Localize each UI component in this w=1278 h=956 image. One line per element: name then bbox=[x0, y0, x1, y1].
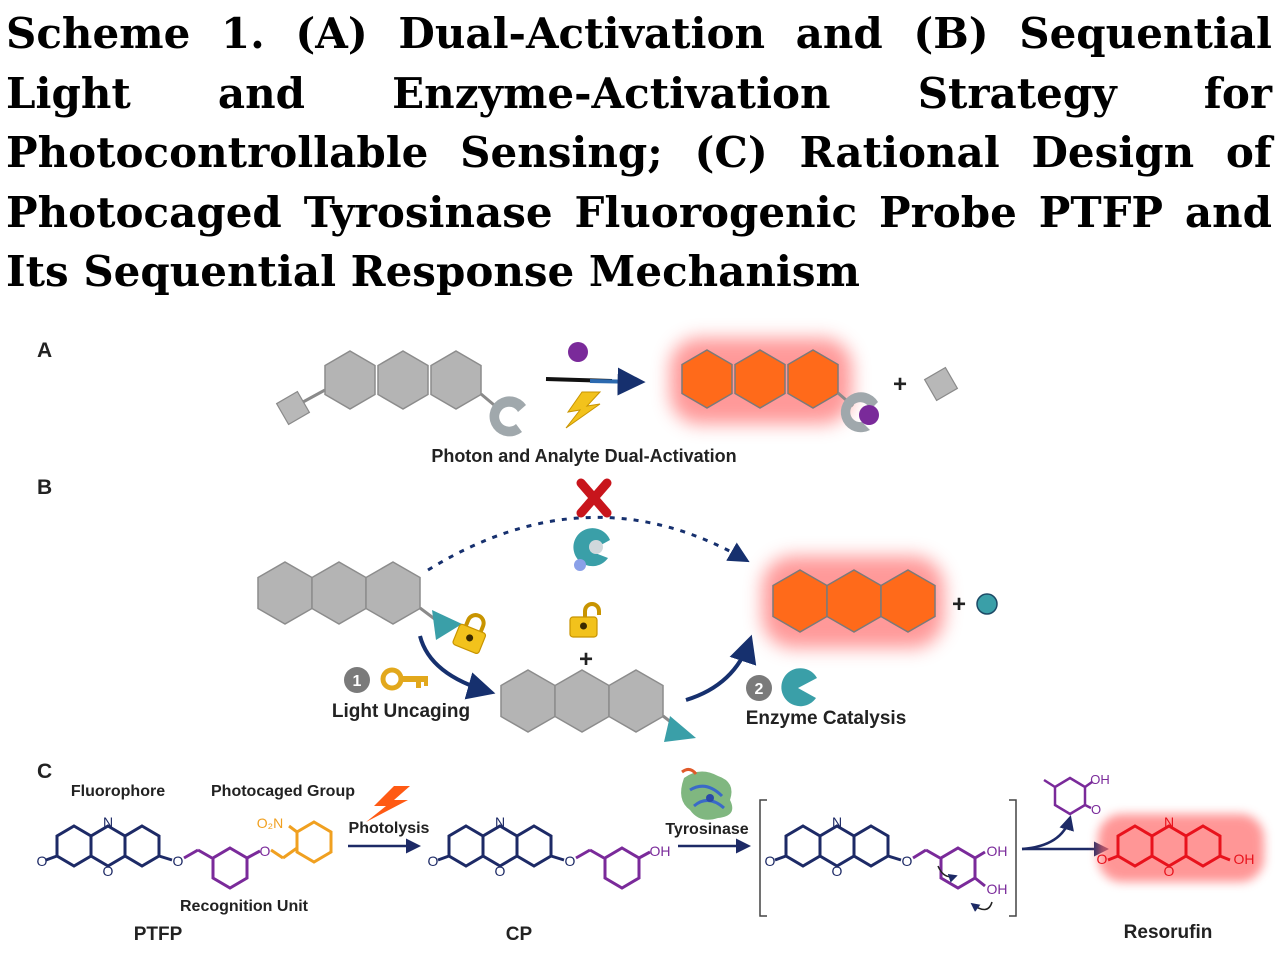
locked-padlock-icon bbox=[452, 613, 487, 654]
photolysis-label: Photolysis bbox=[349, 820, 430, 837]
unlocked-padlock-icon bbox=[569, 602, 601, 638]
step-2-badge: 2 bbox=[746, 675, 772, 701]
res-hydroxyl: OH bbox=[1234, 851, 1255, 867]
catechol-intermediate-structure: N O O O OH OH bbox=[765, 814, 1008, 912]
step-2-label: Enzyme Catalysis bbox=[746, 708, 907, 729]
light-bolt-icon bbox=[565, 391, 602, 429]
quencher-square bbox=[275, 390, 311, 426]
blocked-x-icon bbox=[576, 478, 612, 518]
qm-hydroxyl: OH bbox=[1090, 772, 1110, 787]
ptfp-structure: N O O O O O₂N bbox=[37, 814, 333, 890]
key-icon bbox=[380, 667, 428, 691]
blocked-dashed-arrow bbox=[427, 515, 750, 572]
bound-analyte-dot bbox=[859, 405, 879, 425]
recognition-pacman-open bbox=[489, 396, 526, 437]
ptfp-ring-o-atom: O bbox=[103, 863, 114, 879]
nitro-group-label: O₂N bbox=[257, 815, 283, 831]
int-ring-o-atom: O bbox=[832, 863, 843, 879]
electron-push-arrow-1 bbox=[937, 865, 958, 883]
panel-a-caption: Photon and Analyte Dual-Activation bbox=[431, 446, 736, 466]
enzyme-pacman-icon bbox=[573, 528, 610, 571]
photocaged-group-label: Photocaged Group bbox=[211, 783, 355, 800]
photolysis-bolt-icon bbox=[366, 786, 410, 822]
cp-ether-o: O bbox=[565, 853, 576, 869]
resorufin-structure: N O O OH bbox=[1097, 814, 1264, 882]
cp-n-atom: N bbox=[495, 814, 505, 830]
step-1-label: Light Uncaging bbox=[332, 701, 470, 722]
cp-label: CP bbox=[506, 924, 533, 945]
released-square bbox=[923, 366, 959, 402]
cp-structure: N O O O OH bbox=[428, 814, 671, 890]
resorufin-label: Resorufin bbox=[1124, 922, 1213, 943]
int-n-atom: N bbox=[832, 814, 842, 830]
released-teal-dot bbox=[976, 593, 998, 615]
qm-carbonyl-o: O bbox=[1091, 802, 1101, 817]
res-n-atom: N bbox=[1164, 814, 1174, 830]
panel-c-letter: C bbox=[37, 760, 52, 783]
int-ether-o: O bbox=[902, 853, 913, 869]
res-ring-o-atom: O bbox=[1164, 863, 1175, 879]
int-hydroxyl-1: OH bbox=[987, 843, 1008, 859]
ptfp-ether-o: O bbox=[173, 853, 184, 869]
right-bracket bbox=[1009, 799, 1017, 917]
scheme-title: Scheme 1. (A) Dual-Activation and (B) Se… bbox=[6, 9, 1272, 296]
gray-fluorophore-a bbox=[324, 350, 482, 410]
activation-arrow-a bbox=[589, 367, 646, 396]
tyrosinase-label: Tyrosinase bbox=[665, 821, 748, 838]
int-hydroxyl-2: OH bbox=[987, 881, 1008, 897]
panel-a-letter: A bbox=[37, 339, 52, 362]
ptfp-carbonyl-o: O bbox=[37, 853, 48, 869]
ptfp-recognition-ring bbox=[183, 846, 261, 890]
activated-fluorophore-b bbox=[762, 556, 944, 648]
quinone-methide-structure: OH O bbox=[1043, 772, 1110, 817]
caged-probe-a bbox=[275, 350, 526, 437]
electron-push-arrow-2 bbox=[970, 901, 993, 912]
step-1-number: 1 bbox=[353, 673, 362, 690]
tyrosinase-enzyme-icon bbox=[681, 767, 733, 820]
cp-ring-o-atom: O bbox=[495, 863, 506, 879]
recognition-unit-label: Recognition Unit bbox=[180, 898, 309, 915]
ptfp-cage-o: O bbox=[260, 843, 271, 859]
catalysis-arrow bbox=[685, 634, 757, 702]
left-bracket bbox=[759, 799, 767, 917]
analyte-dot bbox=[568, 342, 588, 362]
enzyme-pacman-icon-2 bbox=[781, 668, 817, 707]
teal-triangle-b bbox=[432, 610, 462, 640]
int-carbonyl-o: O bbox=[765, 853, 776, 869]
uncaged-probe-b bbox=[500, 669, 696, 742]
plus-b-mid: + bbox=[579, 646, 593, 673]
release-arrow-up bbox=[1021, 815, 1074, 851]
ptfp-nitrobenzyl-cage bbox=[270, 820, 333, 864]
step-1-badge: 1 bbox=[344, 667, 370, 693]
fluorophore-label: Fluorophore bbox=[71, 783, 165, 800]
panel-b-letter: B bbox=[37, 476, 52, 499]
activated-fluorophore-a bbox=[670, 338, 879, 433]
caged-probe-b bbox=[257, 561, 487, 654]
ptfp-label: PTFP bbox=[134, 924, 183, 945]
uncaging-arrow bbox=[418, 635, 496, 700]
cp-hydroxyl: OH bbox=[650, 843, 671, 859]
ptfp-n-atom: N bbox=[103, 814, 113, 830]
ptfp-fluorophore-core bbox=[45, 824, 173, 868]
step-2-number: 2 bbox=[755, 681, 764, 698]
plus-a: + bbox=[893, 371, 907, 398]
plus-b-right: + bbox=[952, 591, 966, 618]
teal-triangle-b2 bbox=[664, 716, 696, 742]
cp-carbonyl-o: O bbox=[428, 853, 439, 869]
res-carbonyl-o: O bbox=[1097, 851, 1108, 867]
